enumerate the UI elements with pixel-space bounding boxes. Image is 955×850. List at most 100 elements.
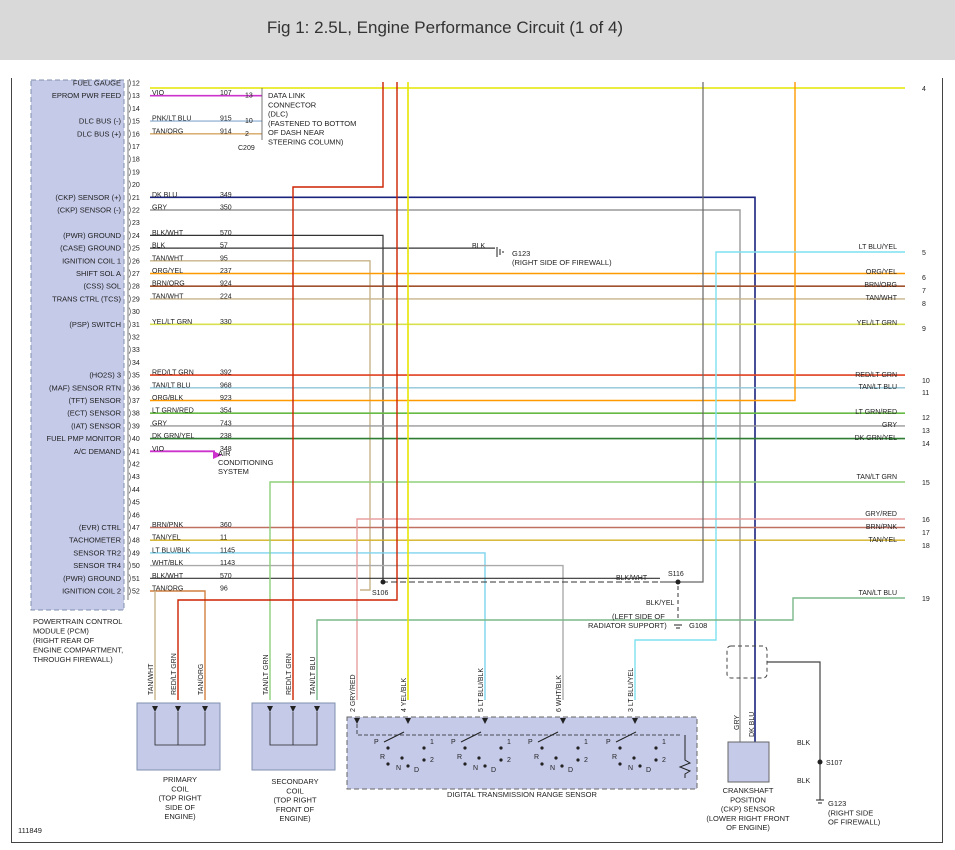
pcm-pin-label: (PSP) SWITCH [69,320,121,329]
dtr-contact [400,756,404,760]
dtr-contact [386,746,390,750]
dtr-switch-letter: 2 [662,757,666,764]
secondary-coil-caption: COIL [286,786,304,795]
pcm-pin-number: 27 [132,271,140,278]
right-wire-number: 11 [922,390,929,397]
dtr-contact [560,764,564,768]
dtr-switch-letter: P [606,739,611,746]
pcm-wire-color: VIO [152,446,165,453]
coil-pin-marker [314,706,320,712]
dtr-switch-letter: D [491,767,496,774]
pin-bracket [128,116,131,126]
wire-19 [316,597,905,700]
dlc-label: CONNECTOR [268,100,317,109]
g108-top-wire: BLK/WHT [616,575,648,582]
pcm-pin-label: (CSS) SOL [83,282,121,291]
pin-bracket [128,269,131,278]
pcm-pin-number: 24 [132,233,140,240]
right-wire-color: DK GRN/YEL [855,435,898,442]
dtr-switch-letter: 1 [507,739,511,746]
primary-coil-wire-label: TAN/WHT [148,663,155,695]
pcm-wire-color: LT GRN/RED [152,408,194,415]
g123-bottom-label: OF FIREWALL) [828,818,881,827]
pin-bracket [128,154,131,164]
pcm-caption: MODULE (PCM) [33,627,89,636]
right-wire-number: 10 [922,378,930,385]
dtr-contact [499,746,503,750]
pcm-pin-label: IGNITION COIL 2 [62,587,121,596]
pcm-pin-number: 15 [132,119,140,126]
splice-s106-label: S106 [372,590,388,597]
ckp-caption: POSITION [730,795,766,804]
ckp-caption: (LOWER RIGHT FRONT [706,814,790,823]
g123-bottom-wire: BLK [797,740,811,747]
dtr-switch-letter: 1 [584,739,588,746]
pcm-circuit-number: 392 [220,370,232,377]
right-wire-color: RED/LT GRN [855,372,897,379]
pcm-wire-color: TAN/YEL [152,535,181,542]
dtr-wire-label: 2 GRY/RED [350,674,357,712]
pcm-pin-number: 39 [132,423,140,430]
dtr-contact [618,762,622,766]
pcm-wire-color: TAN/WHT [152,255,184,262]
dlc-label: STEERING COLUMN) [268,138,344,147]
right-wire-number: 7 [922,288,926,295]
pcm-pin-number: 21 [132,195,140,202]
pcm-pin-label: (TFT) SENSOR [69,396,122,405]
pcm-pin-label: (IAT) SENSOR [71,421,121,430]
pin-bracket [128,243,131,253]
pin-bracket [128,523,131,532]
pcm-circuit-number: 915 [220,116,232,123]
g123-top-label: G123 [512,249,530,258]
dtr-switch-letter: D [414,767,419,774]
right-wire-number: 12 [922,415,930,422]
coil-pin-marker [290,706,296,712]
splice-s107 [817,759,823,765]
dtr-pin-marker [405,718,411,724]
dtr-switch-arm [537,731,559,743]
ac-arrow [213,451,222,459]
splice-s116 [675,579,681,585]
pcm-pin-number: 12 [132,81,140,88]
dtr-switch-arm [383,731,405,743]
pcm-pin-number: 38 [132,411,140,418]
wire-tr4 [150,564,564,700]
pcm-wire-color: BLK/WHT [152,230,184,237]
dtr-switch-letter: R [612,754,617,761]
secondary-coil-wire-label: TAN/LT BLU [310,656,317,695]
pcm-circuit-number: 330 [220,319,232,326]
pin-bracket [128,193,131,202]
pcm-pin-label: A/C DEMAND [74,447,122,456]
pcm-wire-color: VIO [152,90,165,97]
ckp-caption: CRANKSHAFT [723,786,774,795]
pcm-circuit-number: 924 [220,281,232,288]
wire-tr2 [150,552,486,700]
dtr-switch-letter: R [534,754,539,761]
figure-title: Fig 1: 2.5L, Engine Performance Circuit … [266,18,624,37]
pcm-pin-number: 36 [132,385,140,392]
right-wire-color: GRY [882,422,897,429]
pin-bracket [128,434,131,443]
pcm-pin-label: (HO2S) 3 [89,371,121,380]
pcm-pin-label: (PWR) GROUND [63,231,121,240]
right-wire-number: 18 [922,543,930,550]
pcm-pin-number: 41 [132,449,140,456]
pcm-caption: THROUGH FIREWALL) [33,655,113,664]
dtr-contact [618,746,622,750]
pcm-pin-label: (ECT) SENSOR [67,409,121,418]
pcm-circuit-number: 354 [220,408,232,415]
pcm-pin-label: (CKP) SENSOR (+) [55,193,121,202]
ckp-shield [726,645,768,679]
dtr-contact [477,756,481,760]
pcm-wire-color: WHT/BLK [152,560,183,567]
wire-blk-wht-top [660,82,704,583]
pcm-circuit-number: 923 [220,395,232,402]
pcm-wire-color: GRY [152,205,167,212]
pin-bracket [128,358,131,367]
pcm-circuit-number: 57 [220,243,228,250]
pcm-caption: ENGINE COMPARTMENT, [33,646,123,655]
wire-15 [269,481,905,700]
ckp-caption: (CKP) SENSOR [721,805,776,814]
pcm-circuit-number: 96 [220,586,228,593]
right-wire-number: 14 [922,441,930,448]
